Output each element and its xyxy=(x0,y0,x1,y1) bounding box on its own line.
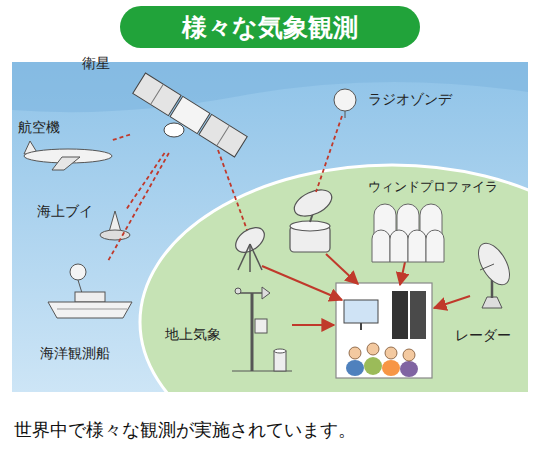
instrument-icon xyxy=(332,88,358,118)
centre-frame xyxy=(336,283,432,378)
person-body xyxy=(382,360,400,376)
instrument-icon xyxy=(18,140,113,170)
anemometer-cup xyxy=(235,288,241,294)
radio-link xyxy=(316,116,342,192)
antenna-base-top xyxy=(290,221,330,231)
antenna-leg xyxy=(250,244,262,270)
instrument-node: レーダー xyxy=(466,240,516,310)
data-arrow xyxy=(400,262,405,285)
satellite-dish xyxy=(164,123,184,137)
radio-link xyxy=(107,153,168,262)
radio-link-group xyxy=(107,153,168,262)
instrument-label: 地上気象 xyxy=(165,327,221,342)
buoy-mast xyxy=(109,211,121,232)
radar-mast xyxy=(491,280,494,298)
radio-link xyxy=(218,150,247,230)
data-arrow xyxy=(292,324,334,326)
rain-gauge-top xyxy=(274,349,286,353)
radio-link xyxy=(113,135,130,140)
buoy-float xyxy=(100,230,130,240)
instrument-icon xyxy=(130,78,250,153)
instrument-label: 航空機 xyxy=(18,120,60,135)
sonde-balloon xyxy=(334,89,356,111)
radar-dish xyxy=(472,238,516,290)
ship-line xyxy=(57,309,127,310)
instrument-node: 衛星 xyxy=(130,78,250,153)
instrument-label: 海上ブイ xyxy=(37,204,93,219)
person-head xyxy=(367,343,379,355)
instrument-node: 海洋観測船 xyxy=(45,262,135,324)
server-rack xyxy=(410,291,426,339)
instrument-label: 衛星 xyxy=(82,56,110,71)
computer-centre xyxy=(336,283,432,378)
person-head xyxy=(349,347,361,359)
panel-grid xyxy=(217,125,230,145)
rain-gauge xyxy=(274,351,286,371)
ship-hull xyxy=(48,302,132,318)
sensor-box xyxy=(255,319,267,333)
balloon-string xyxy=(78,280,82,293)
antenna-dome xyxy=(390,230,408,262)
radio-link-group xyxy=(113,135,130,140)
instrument-label: ラジオゾンデ xyxy=(368,92,452,107)
instrument-node: 地上気象 xyxy=(232,283,292,373)
instrument-node: 海上ブイ xyxy=(98,210,132,242)
instrument-node: 航空機 xyxy=(18,140,113,170)
panel-grid xyxy=(151,84,164,104)
instrument-node: ラジオゾンデ xyxy=(332,88,358,118)
person-head xyxy=(403,349,415,361)
person-body xyxy=(400,361,418,377)
person-head xyxy=(385,347,397,359)
satellite-body xyxy=(133,73,247,157)
antenna-dome xyxy=(426,230,444,262)
caption-text: 世界中で様々な観測が実施されています。 xyxy=(14,418,356,442)
instrument-pole xyxy=(251,293,254,371)
solar-panel xyxy=(133,73,181,116)
title-banner: 様々な気象観測 xyxy=(120,6,420,48)
title-text: 様々な気象観測 xyxy=(182,11,358,44)
instrument-label: ウィンドプロファイラ xyxy=(368,180,498,194)
server-rack xyxy=(392,291,408,339)
monitor xyxy=(344,300,378,323)
data-arrow xyxy=(262,266,342,300)
land-island xyxy=(140,165,528,392)
radio-link-group xyxy=(126,153,165,210)
antenna-dome xyxy=(372,230,390,262)
instrument-icon xyxy=(98,210,132,242)
plane-wing xyxy=(52,157,80,170)
monitor-stand xyxy=(360,323,362,330)
instrument-icon xyxy=(45,262,135,324)
instrument-label: レーダー xyxy=(455,328,511,343)
instrument-icon xyxy=(372,202,444,262)
person-body xyxy=(364,357,382,375)
person-body xyxy=(346,360,364,376)
instrument-node: ウィンドプロファイラ xyxy=(372,202,444,262)
antenna-leg xyxy=(249,244,251,272)
data-arrow xyxy=(326,254,358,284)
antenna-dish xyxy=(290,185,336,222)
radio-link xyxy=(126,153,165,210)
balloon xyxy=(70,264,86,280)
radar-base xyxy=(482,297,502,308)
wind-vane xyxy=(262,287,270,299)
receiving-antenna xyxy=(290,185,336,252)
ground-antenna xyxy=(231,223,269,272)
data-arrow xyxy=(434,296,470,308)
radar-feed xyxy=(480,264,494,270)
solar-panel xyxy=(199,114,247,157)
ship-cabin xyxy=(75,292,105,302)
instrument-label: 海洋観測船 xyxy=(40,346,110,361)
antenna-leg xyxy=(238,244,250,270)
sonde-string xyxy=(345,111,346,118)
instrument-icon xyxy=(466,240,516,310)
instrument-icon xyxy=(232,283,292,373)
antenna-dome xyxy=(408,230,426,262)
